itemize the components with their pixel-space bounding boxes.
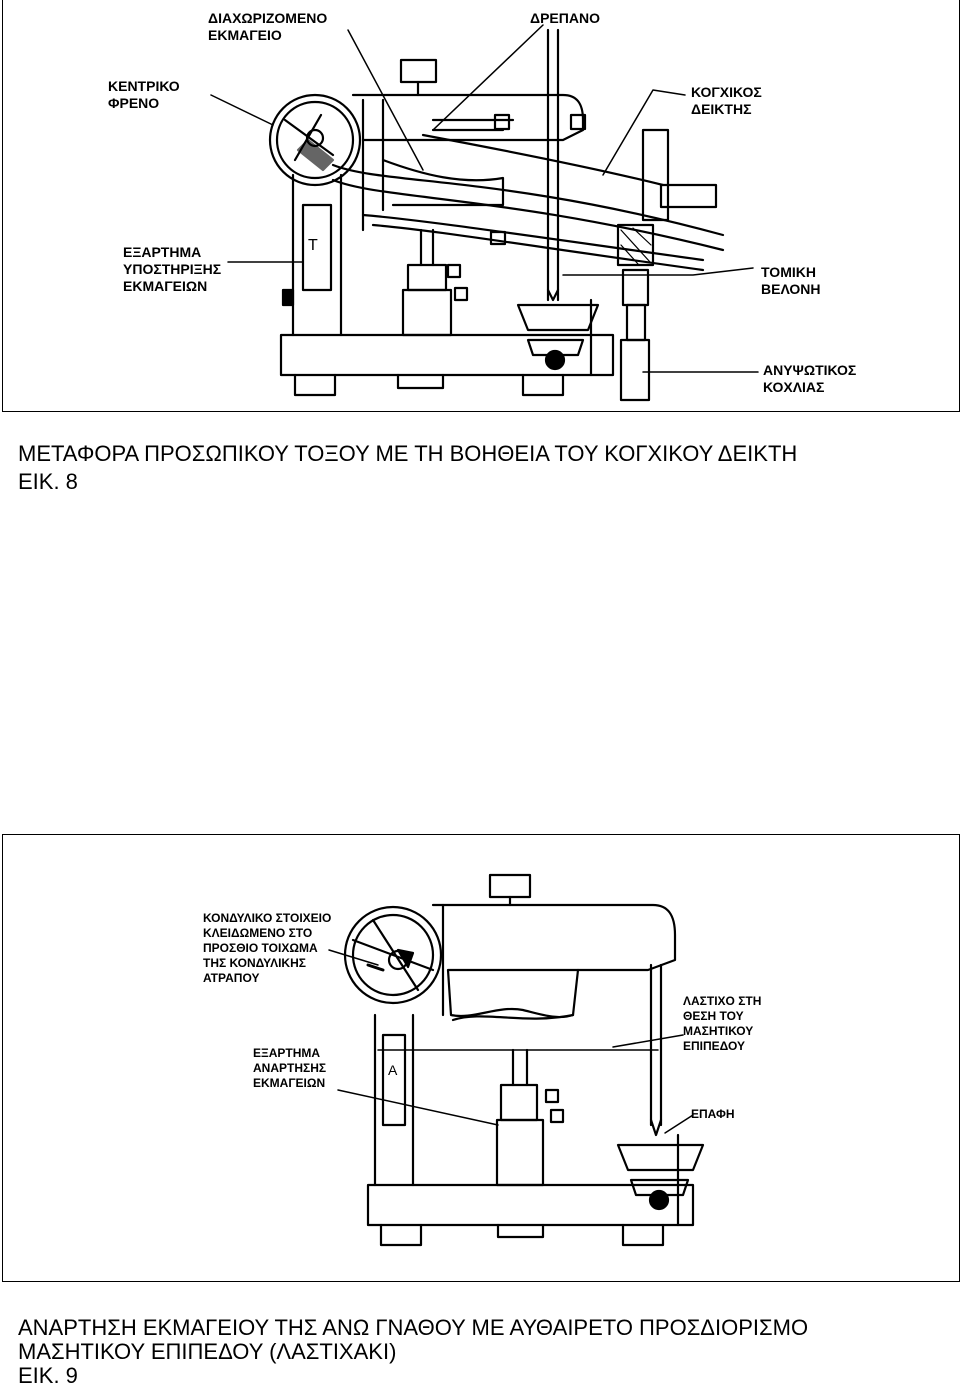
label-cast-support: ΕΞΑΡΤΗΜΑ ΥΠΟΣΤΗΡΙΞΗΣ ΕΚΜΑΓΕΙΩΝ [123,244,222,294]
label-separated-cast: ΔΙΑΧΩΡΙΖΟΜΕΝΟ ΕΚΜΑΓΕΙΟ [208,10,328,43]
figure-9-frame: A [2,834,960,1282]
figure-8-number: ΕΙΚ. 8 [18,469,78,494]
figure-9-caption-line2: ΜΑΣΗΤΙΚΟΥ ΕΠΙΠΕΔΟΥ (ΛΑΣΤΙΧΑΚΙ) [18,1339,397,1364]
label-condylar-element: ΚΟΝΔΥΛΙΚΟ ΣΤΟΙΧΕΙΟ ΚΛΕΙΔΩΜΕΝΟ ΣΤΟ ΠΡΟΣΘΙ… [203,911,332,985]
svg-text:A: A [388,1062,398,1078]
articulator-drawing-fig9: A [328,873,705,1247]
label-elevating-screw: ΑΝΥΨΩΤΙΚΟΣ ΚΟΧΛΙΑΣ [763,362,857,395]
label-sickle: ΔΡΕΠΑΝΟ [530,10,600,26]
figure-9-caption-line1: ΑΝΑΡΤΗΣΗ ΕΚΜΑΓΕΙΟΥ ΤΗΣ ΑΝΩ ΓΝΑΘΟΥ ΜΕ ΑΥΘ… [18,1315,809,1340]
articulator-drawing-fig8: T [210,24,759,402]
label-incisal-pin: ΤΟΜΙΚΗ ΒΕΛΟΝΗ [761,264,821,297]
label-rubber-band: ΛΑΣΤΙΧΟ ΣΤΗ ΘΕΣΗ ΤΟΥ ΜΑΣΗΤΙΚΟΥ ΕΠΙΠΕΔΟΥ [683,994,762,1053]
svg-text:T: T [308,237,318,254]
label-central-brake: ΚΕΝΤΡΙΚΟ ΦΡΕΝΟ [108,78,180,111]
figure-8-caption: ΜΕΤΑΦΟΡΑ ΠΡΟΣΩΠΙΚΟΥ ΤΟΞΟΥ ΜΕ ΤΗ ΒΟΗΘΕΙΑ … [18,441,798,466]
figure-8-frame: T [2,0,960,412]
figure-9-number: ΕΙΚ. 9 [18,1363,78,1388]
label-condylar-indicator: ΚΟΓΧΙΚΟΣ ΔΕΙΚΤΗΣ [691,84,762,117]
label-contact: ΕΠΑΦΗ [691,1107,735,1121]
label-suspension-part: ΕΞΑΡΤΗΜΑ ΑΝΑΡΤΗΣΗΣ ΕΚΜΑΓΕΙΩΝ [253,1046,327,1090]
